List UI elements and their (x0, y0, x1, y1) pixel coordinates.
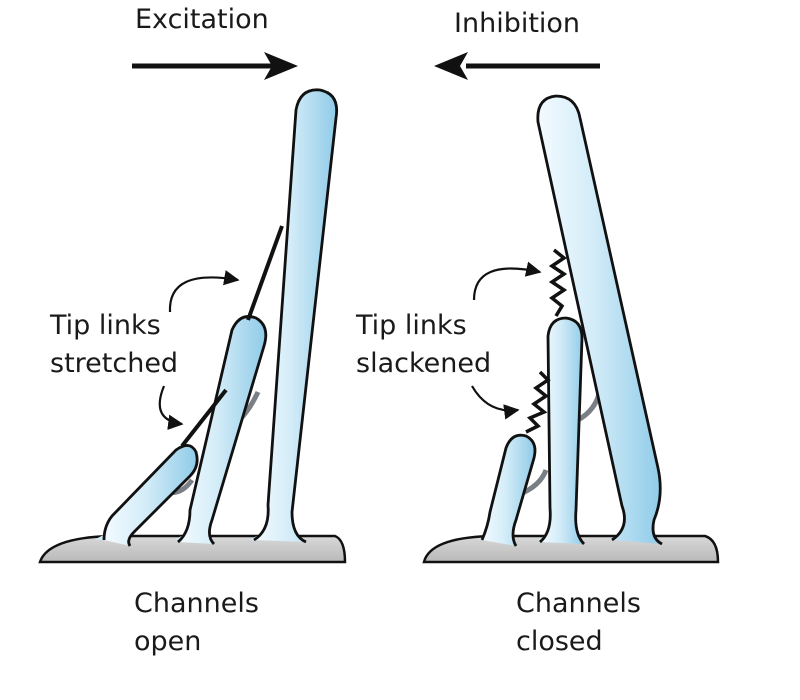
excitation-panel (38, 52, 347, 564)
tip-links-stretched-line2: stretched (50, 348, 179, 379)
tip-link-slackened-lower (525, 370, 551, 434)
tip-link-slackened-upper (548, 248, 568, 317)
inhibition-label: Inhibition (454, 8, 581, 39)
pointer-arrow-upper-right (472, 261, 542, 301)
tall-stereocilium-right (536, 94, 663, 546)
tip-link-stretched-lower (180, 388, 228, 448)
short-stereocilium-left (102, 444, 199, 547)
inhibition-panel (422, 52, 720, 564)
pointer-arrow-lower-left (158, 385, 184, 430)
excitation-arrow (132, 52, 298, 80)
excitation-label: Excitation (135, 4, 269, 35)
channels-open-line2: open (134, 626, 202, 657)
tip-link-stretched-upper (246, 225, 284, 321)
short-stereocilium-right (480, 433, 537, 547)
tip-links-slackened-line1: Tip links (356, 310, 467, 341)
middle-stereocilium-left (177, 315, 268, 545)
channels-closed-line2: closed (516, 626, 603, 657)
tip-links-slackened-line2: slackened (356, 348, 492, 379)
pointer-arrow-upper-left (168, 270, 240, 313)
channels-closed-line1: Channels (516, 588, 641, 619)
inhibition-arrow (434, 52, 600, 80)
channels-open-line1: Channels (134, 588, 259, 619)
tip-links-stretched-line1: Tip links (50, 310, 161, 341)
pointer-arrow-lower-right (471, 385, 520, 420)
tall-stereocilium-left (253, 88, 339, 544)
middle-stereocilium-right (539, 316, 586, 545)
